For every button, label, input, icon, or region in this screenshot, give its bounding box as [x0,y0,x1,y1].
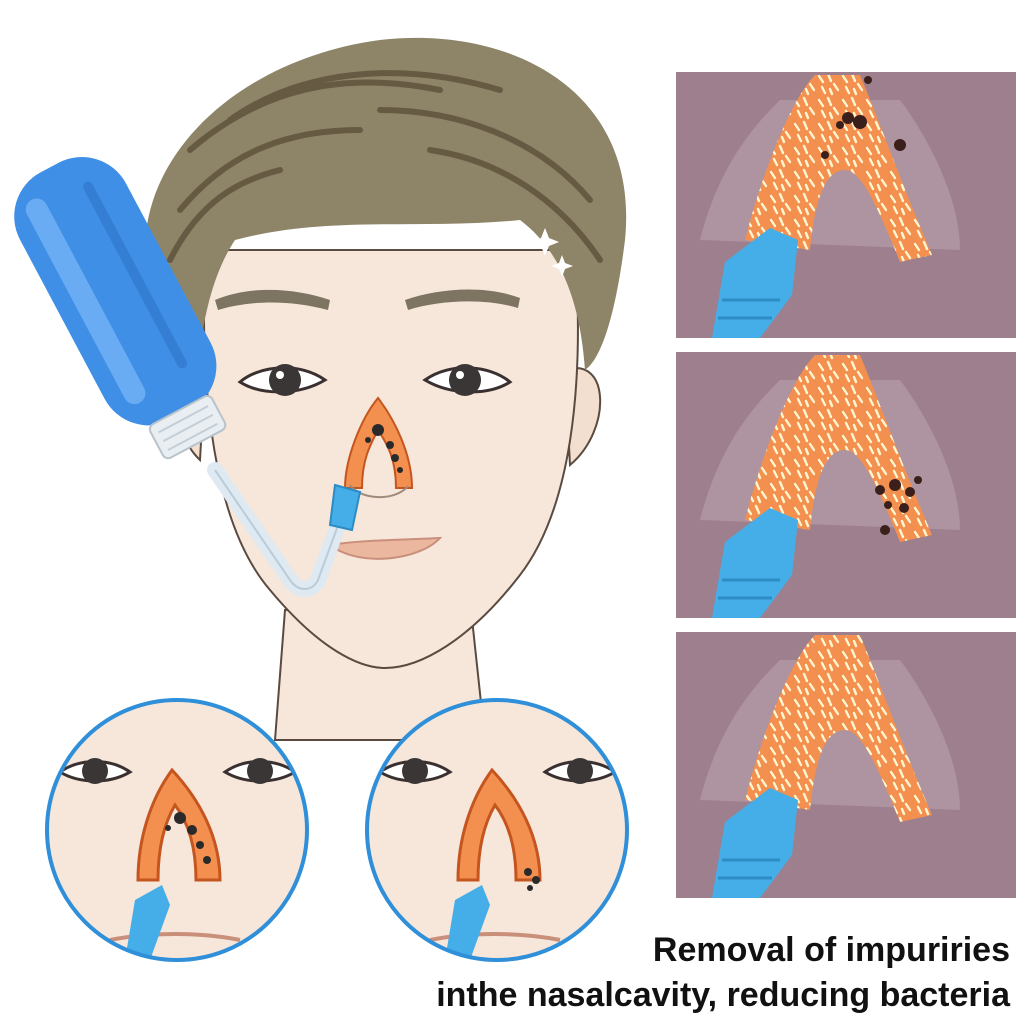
hair-strands [167,70,603,263]
nozzle [125,885,170,960]
caption-line-2: inthe nasalcavity, reducing bacteria [436,976,1010,1014]
left-eyebrow [215,289,330,310]
inset-circle-before [45,698,309,962]
debris-particles [875,476,922,535]
bottle-nozzle [328,483,362,532]
right-eyebrow [405,289,520,310]
neti-pot-bottle [14,157,362,597]
nozzle [445,885,490,960]
right-eye [422,364,513,396]
nasal-stage-panel-2 [676,352,1016,618]
nozzle [712,228,798,338]
bacteria-icon [524,868,540,891]
bacteria-icon [365,424,403,473]
mouth [327,536,443,560]
bacteria-icon [165,812,211,864]
bottle-body [14,157,217,426]
caption: Removal of impuriries inthe nasalcavity,… [290,928,1010,1018]
inset-circle-after [365,698,629,962]
caption-line-1: Removal of impuriries [652,931,1010,969]
nozzle [712,788,798,898]
face-illustration [145,37,627,741]
nasal-stage-panel-3 [676,632,1016,898]
nose-tip [349,484,409,499]
nasal-cavity [343,396,414,489]
nasal-stage-panel-1 [676,72,1016,338]
debris-particles [821,76,906,159]
hair [145,37,627,371]
nozzle [712,508,798,618]
sparkle-icon [531,228,573,277]
left-eye [237,364,328,396]
face [202,249,579,670]
